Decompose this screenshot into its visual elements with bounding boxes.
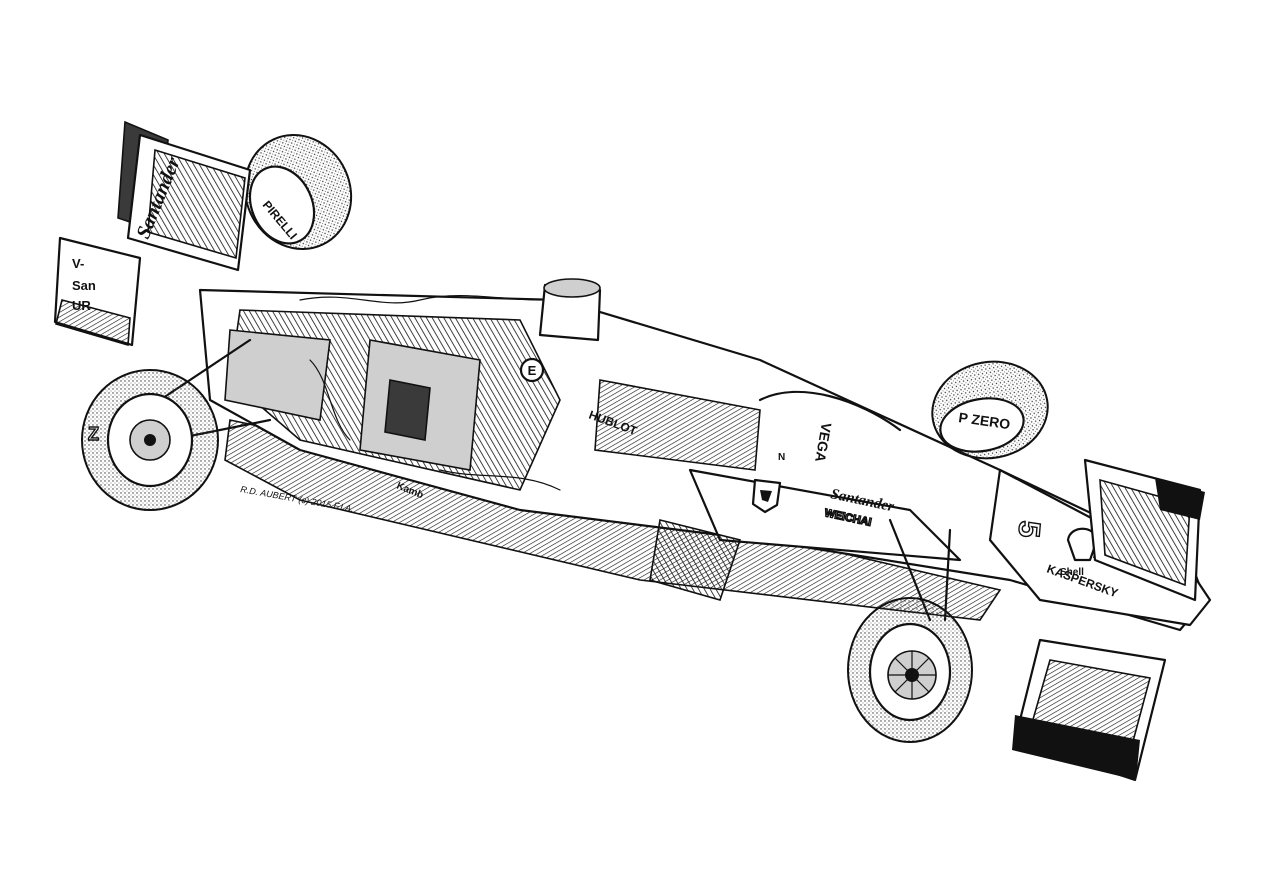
car-number: 5 — [1012, 519, 1046, 539]
rear-wing: Santander V- San UR — [53, 120, 252, 347]
front-left-wheel — [847, 597, 973, 743]
cockpit-marker-n: N — [778, 452, 785, 463]
rear-wing-endplate-line-2: San — [72, 278, 96, 293]
rear-right-wheel: PIRELLI — [243, 134, 353, 250]
front-tyre-sidewall-label: P ZERO — [958, 409, 1012, 432]
front-right-wheel: P ZERO — [931, 360, 1049, 460]
rear-wing-endplate-line-3: UR — [72, 298, 91, 313]
rear-left-wheel: Z — [81, 369, 219, 511]
rear-wing-endplate-line-1: V- — [72, 256, 84, 271]
cockpit-vertical-sponsor-label: VEGA — [812, 421, 835, 463]
engine-badge: E — [528, 363, 537, 378]
shell-logo-icon — [1066, 527, 1099, 562]
nose-and-front-wing: 5 KASPERSKY Shell F1 — [988, 458, 1212, 782]
car-body: E HUBLOT Kamb VEGA N Santander WEICHAI — [158, 278, 1207, 632]
rear-left-tyre-mark: Z — [88, 424, 99, 444]
nose-shell-label: Shell — [1060, 567, 1084, 578]
